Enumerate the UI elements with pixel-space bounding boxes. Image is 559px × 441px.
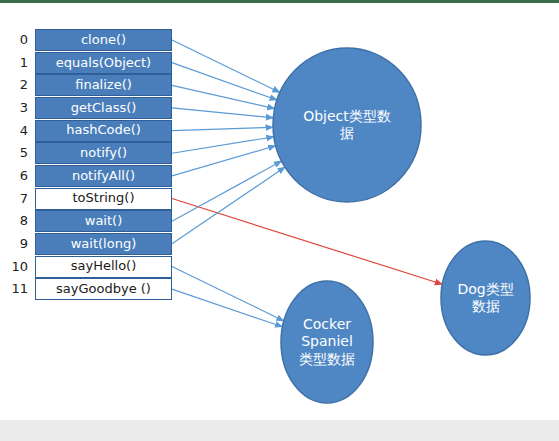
method-name: sayHello(): [71, 258, 137, 274]
text-holder: wait(long): [36, 234, 171, 254]
text-holder: Dog类型数据: [440, 240, 531, 356]
cocker-data-circle: Cocker Spaniel 类型数据: [280, 280, 374, 404]
method-name: sayGoodbye (): [56, 281, 151, 297]
circle-shape: [281, 281, 373, 403]
data-label: Dog类型数据: [457, 281, 515, 316]
text-holder: equals(Object): [36, 53, 171, 73]
text-holder: toString(): [36, 189, 171, 209]
method-slot: finalize(): [35, 74, 172, 96]
text-holder: finalize(): [36, 75, 171, 95]
pointer-arrow: [172, 108, 273, 118]
slot-index: 9: [4, 236, 28, 251]
object-data-circle: Object类型数据: [272, 47, 422, 203]
pointer-arrow: [172, 40, 280, 92]
method-slot: equals(Object): [35, 52, 172, 74]
pointer-arrow: [172, 289, 282, 327]
slot-index: 10: [4, 259, 28, 274]
method-slot: hashCode(): [35, 120, 172, 142]
method-slot: sayGoodbye (): [35, 278, 172, 300]
method-slot: getClass(): [35, 97, 172, 119]
pointer-arrow: [172, 63, 277, 100]
method-name: hashCode(): [66, 122, 141, 138]
pointer-arrow: [172, 267, 284, 321]
method-name: toString(): [73, 190, 135, 206]
slot-index: 1: [4, 55, 28, 70]
pointer-arrow: [172, 199, 442, 285]
method-name: notify(): [80, 145, 127, 161]
slot-index: 2: [4, 77, 28, 92]
text-holder: Cocker Spaniel 类型数据: [280, 280, 374, 404]
slot-index: 7: [4, 191, 28, 206]
text-holder: notifyAll(): [36, 166, 171, 186]
slot-index: 4: [4, 123, 28, 138]
text-holder: clone(): [36, 30, 171, 50]
text-holder: sayGoodbye (): [36, 279, 171, 299]
slot-index: 5: [4, 145, 28, 160]
method-slot: notifyAll(): [35, 165, 172, 187]
text-holder: sayHello(): [36, 257, 171, 277]
text-holder: notify(): [36, 143, 171, 163]
slot-index: 11: [4, 281, 28, 296]
circle-shape: [273, 48, 421, 202]
text-holder: wait(): [36, 211, 171, 231]
method-name: equals(Object): [56, 55, 151, 71]
method-slot: clone(): [35, 29, 172, 51]
pointer-arrow: [172, 167, 285, 244]
text-holder: getClass(): [36, 98, 171, 118]
slot-index: 0: [4, 32, 28, 47]
text-holder: hashCode(): [36, 121, 171, 141]
method-slot: toString(): [35, 188, 172, 210]
pointer-arrow: [172, 127, 273, 130]
pointer-arrow: [172, 161, 282, 221]
method-slot: sayHello(): [35, 256, 172, 278]
data-label: Cocker Spaniel 类型数据: [297, 316, 357, 369]
method-slot: notify(): [35, 142, 172, 164]
circle-shape: [441, 241, 530, 355]
method-name: notifyAll(): [72, 168, 135, 184]
method-name: wait(): [85, 213, 122, 229]
method-name: getClass(): [71, 100, 137, 116]
method-name: clone(): [81, 32, 126, 48]
top-rule: [0, 0, 559, 3]
data-label: Object类型数据: [301, 108, 393, 143]
method-name: finalize(): [75, 77, 132, 93]
bottom-band: [0, 420, 559, 441]
pointer-arrow: [172, 146, 276, 176]
text-holder: Object类型数据: [272, 47, 422, 203]
slot-index: 8: [4, 213, 28, 228]
method-slot: wait(long): [35, 233, 172, 255]
dog-data-circle: Dog类型数据: [440, 240, 531, 356]
pointer-arrow: [172, 85, 275, 108]
slot-index: 3: [4, 100, 28, 115]
method-name: wait(long): [71, 236, 137, 252]
method-slot: wait(): [35, 210, 172, 232]
slot-index: 6: [4, 168, 28, 183]
